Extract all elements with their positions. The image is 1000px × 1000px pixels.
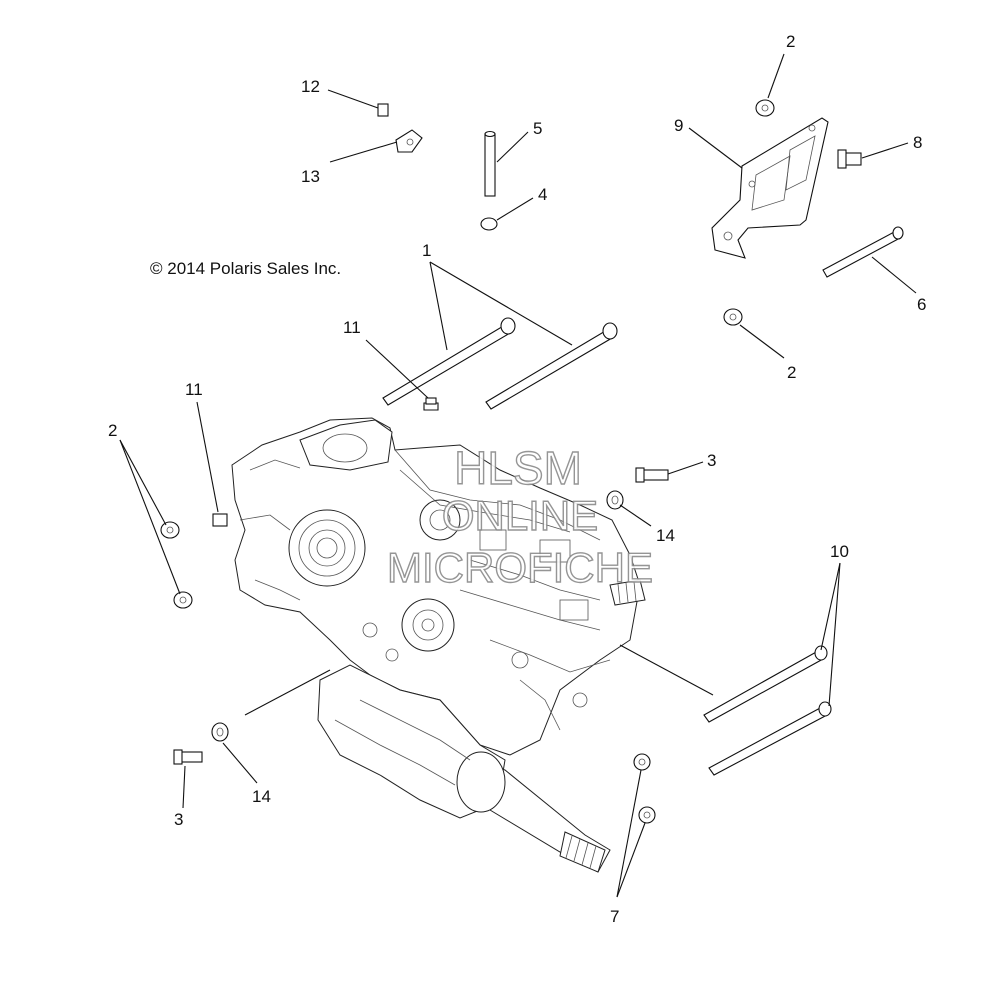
bracket-9 xyxy=(711,117,829,259)
callout-numbers: 1 2 2 2 3 3 4 5 6 7 8 9 10 11 11 12 13 1… xyxy=(108,32,926,926)
callout-3-right: 3 xyxy=(707,451,716,470)
nut-2-mid xyxy=(723,308,743,326)
leader-lines xyxy=(119,53,917,898)
callout-2-right: 2 xyxy=(787,363,796,382)
nut-7-lower xyxy=(638,806,656,824)
callout-11-left: 11 xyxy=(185,380,203,399)
bolt-3-right xyxy=(635,467,669,483)
bolt-12 xyxy=(377,103,389,117)
callout-2-top: 2 xyxy=(786,32,795,51)
bolt-11-upper xyxy=(423,397,439,411)
callout-1: 1 xyxy=(422,241,431,260)
callout-14-right: 14 xyxy=(656,526,675,545)
clip-13 xyxy=(395,129,423,153)
copyright-notice: © 2014 Polaris Sales Inc. xyxy=(150,259,341,278)
through-bolt-10a xyxy=(703,645,828,723)
bolt-11-left xyxy=(212,513,228,527)
through-bolt-1b xyxy=(485,322,618,410)
callout-8: 8 xyxy=(913,133,922,152)
callout-11-upper: 11 xyxy=(343,318,361,337)
watermark-line-1: HLSM xyxy=(454,442,582,494)
bolt-6 xyxy=(822,226,904,278)
callout-7: 7 xyxy=(610,907,619,926)
engine-crankcase-illustration xyxy=(231,417,646,873)
callout-2-left: 2 xyxy=(108,421,117,440)
bolt-8 xyxy=(837,149,862,169)
callout-9: 9 xyxy=(674,116,683,135)
through-bolt-10b xyxy=(708,701,832,776)
nut-4 xyxy=(480,217,498,231)
nut-2-left-upper xyxy=(160,521,180,539)
nut-2-left-lower xyxy=(173,591,193,609)
callout-10: 10 xyxy=(830,542,849,561)
callout-5: 5 xyxy=(533,119,542,138)
nut-2-top xyxy=(755,99,775,117)
callout-13: 13 xyxy=(301,167,320,186)
callout-12: 12 xyxy=(301,77,320,96)
washer-14-right xyxy=(606,490,624,510)
pin-5 xyxy=(484,130,496,197)
bolt-3-left xyxy=(173,749,203,765)
watermark-line-2: ONLINE xyxy=(442,492,598,539)
callout-3-left: 3 xyxy=(174,810,183,829)
callout-4: 4 xyxy=(538,185,547,204)
nut-7-upper xyxy=(633,753,651,771)
through-bolt-1a xyxy=(382,317,516,406)
washer-14-left xyxy=(211,722,229,742)
watermark: HLSM ONLINE MICROFICHE xyxy=(386,441,653,591)
callout-6: 6 xyxy=(917,295,926,314)
watermark-line-3: MICROFICHE xyxy=(387,544,653,591)
callout-14-left: 14 xyxy=(252,787,271,806)
